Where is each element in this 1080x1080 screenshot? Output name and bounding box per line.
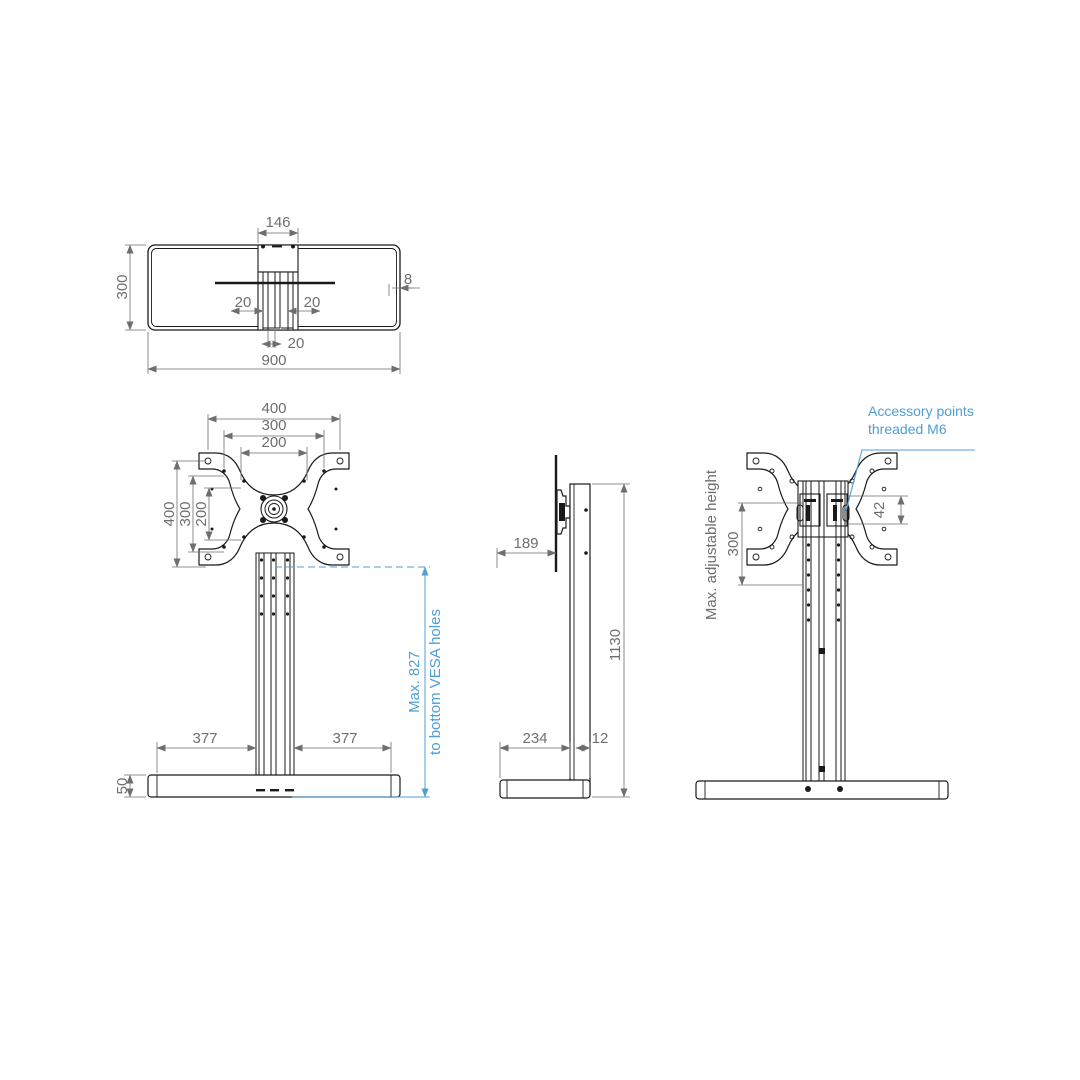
dim-1130: 1130: [592, 483, 630, 798]
dim-vesa-h-200-label: 200: [193, 501, 210, 526]
front-vesa-plate: [198, 452, 350, 566]
dim-vesa-h-300-label: 300: [177, 501, 194, 526]
dim-adjustable-300-label: 300: [725, 531, 742, 556]
dim-377-left-label: 377: [192, 730, 217, 747]
dim-189: 189: [496, 535, 557, 568]
dim-vesa-w-300-label: 300: [261, 417, 286, 434]
dim-20-center-label: 20: [288, 335, 305, 352]
dim-300-depth-label: 300: [114, 274, 131, 299]
rear-base-bar: [695, 780, 949, 800]
front-view: 400 300 200 400 300: [114, 400, 444, 798]
dim-377-left: 377: [156, 730, 257, 773]
front-base-bar: [147, 774, 401, 798]
max-adjustable-height-label: Max. adjustable height: [703, 469, 720, 620]
dim-vesa-h-200: 200: [193, 487, 241, 541]
dim-vesa-w-200: 200: [240, 434, 308, 480]
dim-8-label: 8: [404, 271, 412, 288]
side-base: [499, 779, 591, 799]
dim-146-label: 146: [265, 214, 290, 231]
side-view: 189 1130 234 12: [496, 455, 630, 799]
dim-189-label: 189: [513, 535, 538, 552]
dim-vesa-w-200-label: 200: [261, 434, 286, 451]
dim-20-right-label: 20: [304, 294, 321, 311]
dim-max-827: Max. 827 to bottom VESA holes: [275, 566, 444, 798]
accessory-note-line2: threaded M6: [868, 421, 947, 437]
dim-146: 146: [257, 214, 299, 243]
accessory-note-line1: Accessory points: [868, 403, 974, 419]
accessory-leader-line: [845, 449, 975, 512]
top-column-block: [257, 244, 299, 273]
dim-vesa-h-300: 300: [177, 475, 224, 553]
dim-42: 42: [848, 495, 908, 525]
rear-column: [802, 480, 846, 782]
top-mount-dots: [261, 244, 295, 249]
dim-234-label: 234: [522, 730, 547, 747]
dim-adjustable-300: 300 Max. adjustable height: [703, 469, 803, 620]
dim-377-right-label: 377: [332, 730, 357, 747]
dim-50-label: 50: [114, 778, 131, 795]
dim-20-right: 20: [287, 294, 321, 315]
front-vesa-hub: [260, 495, 288, 523]
dim-20-center: 20: [261, 330, 305, 352]
dim-50: 50: [114, 774, 146, 798]
dim-900: 900: [147, 332, 401, 374]
dim-42-label: 42: [871, 502, 888, 519]
dim-300-depth: 300: [114, 244, 146, 331]
dim-12: 12: [575, 730, 609, 778]
rear-adjust-holes: [806, 543, 841, 772]
front-column: [255, 552, 295, 776]
dim-8: 8: [388, 271, 420, 296]
dim-12-label: 12: [592, 730, 609, 747]
top-column-body: [257, 271, 299, 331]
dim-vesa-w-300: 300: [223, 417, 325, 468]
dim-max-827-value: Max. 827: [406, 651, 423, 713]
dim-max-827-note: to bottom VESA holes: [427, 609, 444, 755]
top-view: 146 300 8 20 20: [114, 214, 420, 374]
rear-vesa-holes: [757, 468, 887, 550]
dim-vesa-w-400: 400: [207, 400, 341, 450]
dim-vesa-h-400-label: 400: [161, 501, 178, 526]
rear-view: 300 Max. adjustable height 42 Accessory …: [695, 403, 975, 800]
dim-1130-label: 1130: [607, 629, 624, 661]
dim-234: 234: [499, 730, 571, 778]
front-adjust-holes: [259, 558, 290, 616]
dim-vesa-w-400-label: 400: [261, 400, 286, 417]
rear-vesa-plate: [746, 452, 898, 566]
dim-20-left: 20: [230, 294, 264, 315]
accessory-points-annotation: Accessory points threaded M6: [845, 403, 975, 512]
dim-20-left-label: 20: [235, 294, 252, 311]
top-column-profiles: [262, 272, 294, 330]
dim-vesa-h-400: 400: [161, 460, 206, 568]
dim-900-label: 900: [261, 352, 286, 369]
dim-377-right: 377: [293, 730, 392, 773]
